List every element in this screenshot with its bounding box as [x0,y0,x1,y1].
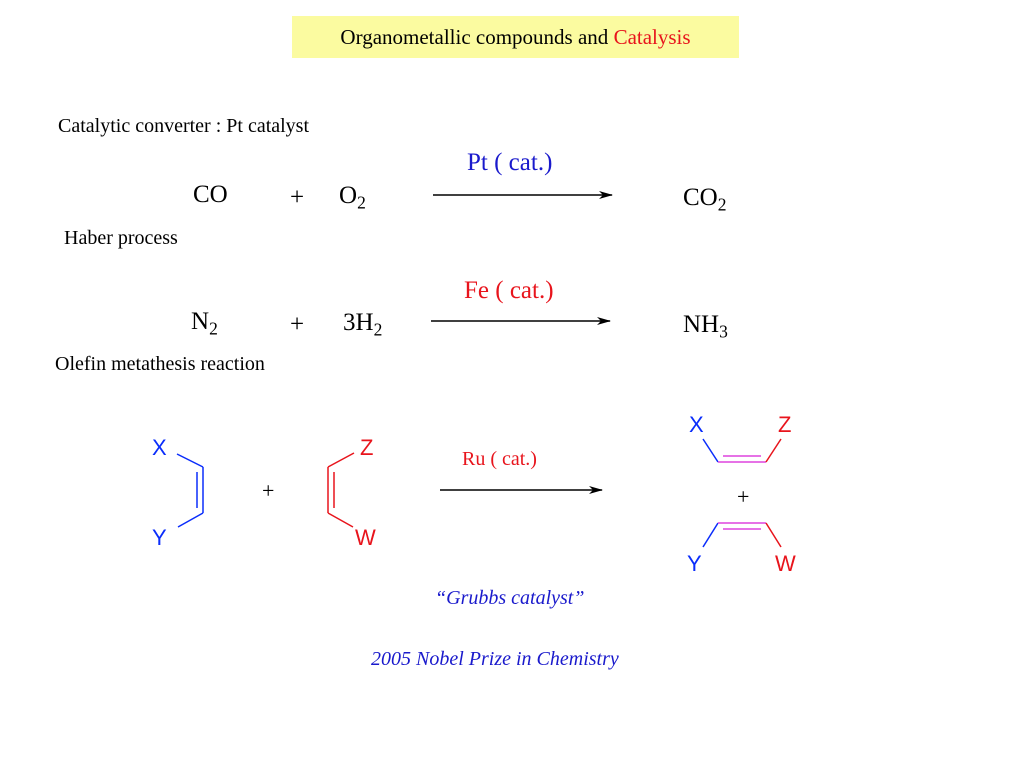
right-alkene-bonds [327,452,355,528]
grubbs-catalyst-label: “Grubbs catalyst” [435,587,585,609]
reaction1-reactant2-base: O [339,182,358,209]
reaction2-reactant1: N2 [191,308,218,337]
left-alkene-bonds [176,453,204,528]
reaction2-product: NH3 [683,311,728,340]
reaction1-reactant2: O2 [339,182,366,211]
reaction1-product-sub: 2 [717,194,727,215]
product1-atom-z: Z [778,412,792,437]
product2-bonds [702,522,782,548]
reaction2-reactant2-base: 3H [343,309,374,336]
left-alkene-atom-x: X [152,435,167,460]
reaction2-product-base: NH [683,311,720,338]
product2-atom-y: Y [687,551,702,576]
left-alkene-atom-y: Y [152,525,167,550]
reaction1-heading: Catalytic converter : Pt catalyst [58,115,310,137]
title-highlight: Catalysis [613,25,691,49]
reaction3-catalyst: Ru ( cat.) [462,448,537,470]
right-alkene-atom-z: Z [360,435,374,460]
reaction1-reactant1: CO [193,181,228,208]
reaction2-reactant2-sub: 2 [373,319,383,340]
product-plus: + [737,484,750,509]
reaction3-heading: Olefin metathesis reaction [55,353,265,375]
reaction2-heading: Haber process [64,227,178,249]
slide-title: Organometallic compounds and Catalysis [292,16,739,58]
right-alkene-atom-w: W [355,525,376,550]
reaction1-reactant2-sub: 2 [357,192,366,213]
reaction2-plus: + [290,311,305,338]
reaction2-reactant2: 3H2 [343,309,382,338]
product1-bonds [702,438,782,463]
reaction2-reactant1-sub: 2 [209,318,218,339]
nobel-prize-label: 2005 Nobel Prize in Chemistry [371,648,619,670]
reaction3-plus: + [262,478,275,503]
reaction1-product-base: CO [683,184,718,211]
reaction1-catalyst: Pt ( cat.) [467,149,553,176]
title-text: Organometallic compounds and [340,25,614,49]
reaction2-catalyst: Fe ( cat.) [464,277,554,304]
product1-atom-x: X [689,412,704,437]
product2-atom-w: W [775,551,796,576]
reaction1-product: CO2 [683,184,726,213]
reaction1-plus: + [290,184,305,211]
reaction2-reactant1-base: N [191,308,210,335]
reaction2-product-sub: 3 [719,321,728,342]
